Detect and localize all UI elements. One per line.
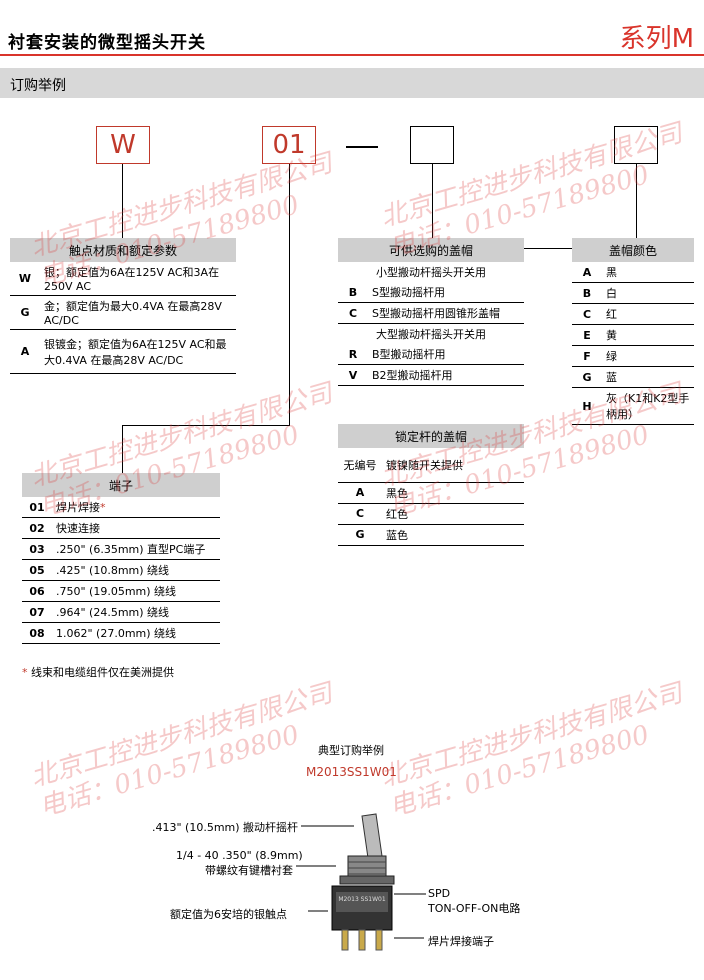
lock-desc: 黑色	[382, 482, 524, 504]
order-box-cap	[410, 126, 454, 164]
lock-code: A	[338, 482, 382, 504]
terminal-code: 07	[22, 601, 52, 623]
terminal-desc: 焊片焊接	[56, 501, 100, 514]
thread-label-1: 1/4 - 40 .350" (8.9mm)	[176, 849, 303, 862]
terminal-star: *	[100, 501, 106, 514]
order-box-contact: W	[96, 126, 150, 164]
cap-code: C	[338, 302, 368, 324]
contact-desc: 银镀金；额定值为6A在125V AC和最大0.4VA 在最高28V AC/DC	[40, 329, 236, 374]
lock-desc: 镀镍随开关提供	[382, 448, 524, 483]
contact-label: 额定值为6安培的银触点	[170, 908, 287, 921]
watermark: 北京工控进步科技有限公司电话：010-57189800	[27, 678, 336, 824]
contact-desc: 银；额定值为6A在125V AC和3A在250V AC	[40, 262, 236, 296]
section-title: 订购举例	[10, 78, 66, 94]
terminal-desc: .750" (19.05mm) 绕线	[52, 580, 220, 602]
lock-code: C	[338, 503, 382, 525]
series-label: 系列M	[619, 24, 694, 54]
terminal-code: 08	[22, 622, 52, 644]
caps-subheader: 大型搬动杆摇头开关用	[376, 328, 486, 341]
color-code: G	[572, 366, 602, 388]
color-code: F	[572, 345, 602, 367]
lever-label: .413" (10.5mm) 搬动杆摇杆	[152, 821, 299, 834]
contact-code: A	[10, 329, 40, 374]
order-box-color	[614, 126, 658, 164]
color-code: E	[572, 324, 602, 346]
toggle-switch-illustration: M2013 SS1W01	[296, 813, 426, 951]
dash-separator	[346, 146, 378, 148]
caps-subheader: 小型搬动杆摇头开关用	[376, 266, 486, 279]
cap-desc: S型搬动摇杆用	[368, 282, 524, 303]
circuit-label-1: SPD	[428, 887, 451, 900]
example-title: 典型订购举例	[318, 744, 384, 757]
terminal-code: 01	[22, 497, 52, 518]
terminal-code: 03	[22, 538, 52, 560]
terminal-code: 05	[22, 559, 52, 581]
order-box-terminal: 01	[262, 126, 316, 164]
color-desc: 灰（K1和K2型手柄用）	[602, 387, 694, 425]
cap-code: V	[338, 364, 368, 386]
terminal-desc: .964" (24.5mm) 绕线	[52, 601, 220, 623]
footnote-text: 线束和电缆组件仅在美洲提供	[31, 666, 174, 679]
lock-code: 无编号	[338, 448, 382, 483]
color-code: A	[572, 262, 602, 283]
terminal-table-header: 端子	[22, 473, 220, 497]
cap-code: B	[338, 282, 368, 303]
color-desc: 白	[602, 282, 694, 304]
color-code: H	[572, 387, 602, 425]
page-title: 衬套安装的微型摇头开关	[8, 33, 206, 53]
thread-label-2: 带螺纹有键槽衬套	[205, 864, 293, 877]
example-code: M2013SS1W01	[306, 765, 397, 779]
title-rule	[0, 54, 704, 56]
color-desc: 蓝	[602, 366, 694, 388]
caps-table-header: 可供选购的盖帽	[338, 238, 524, 262]
circuit-label-2: TON-OFF-ON电路	[428, 902, 521, 915]
connector-line	[636, 164, 637, 238]
section-bar	[0, 68, 704, 98]
switch-body-text: M2013 SS1W01	[338, 896, 386, 903]
lock-desc: 红色	[382, 503, 524, 525]
connector-line	[122, 164, 123, 238]
contact-desc: 金；额定值为最大0.4VA 在最高28V AC/DC	[40, 295, 236, 330]
contact-table-header: 触点材质和额定参数	[10, 238, 236, 262]
connector-line	[524, 248, 572, 249]
contact-code: G	[10, 295, 40, 330]
cap-desc: B型搬动摇杆用	[368, 344, 524, 365]
color-desc: 红	[602, 303, 694, 325]
lock-desc: 蓝色	[382, 524, 524, 546]
connector-line	[432, 164, 433, 238]
terminal-desc: .250" (6.35mm) 直型PC端子	[52, 538, 220, 560]
terminal-desc: 1.062" (27.0mm) 绕线	[52, 622, 220, 644]
color-table-header: 盖帽颜色	[572, 238, 694, 262]
connector-line	[122, 425, 123, 473]
terminal-desc: 快速连接	[52, 517, 220, 539]
cap-desc: S型搬动摇杆用圆锥形盖帽	[368, 302, 524, 324]
lock-table-header: 锁定杆的盖帽	[338, 424, 524, 448]
color-code: C	[572, 303, 602, 325]
terminal-label: 焊片焊接端子	[428, 935, 494, 948]
footnote: * 线束和电缆组件仅在美洲提供	[22, 664, 174, 680]
color-code: B	[572, 282, 602, 304]
contact-code: W	[10, 262, 40, 296]
watermark: 北京工控进步科技有限公司电话：010-57189800	[377, 678, 686, 824]
terminal-code: 02	[22, 517, 52, 539]
connector-line	[289, 164, 290, 426]
color-desc: 绿	[602, 345, 694, 367]
connector-line	[122, 425, 290, 426]
terminal-desc: .425" (10.8mm) 绕线	[52, 559, 220, 581]
color-desc: 黄	[602, 324, 694, 346]
footnote-star: *	[22, 666, 28, 679]
terminal-code: 06	[22, 580, 52, 602]
color-desc: 黑	[602, 262, 694, 283]
lock-code: G	[338, 524, 382, 546]
cap-desc: B2型搬动摇杆用	[368, 364, 524, 386]
cap-code: R	[338, 344, 368, 365]
